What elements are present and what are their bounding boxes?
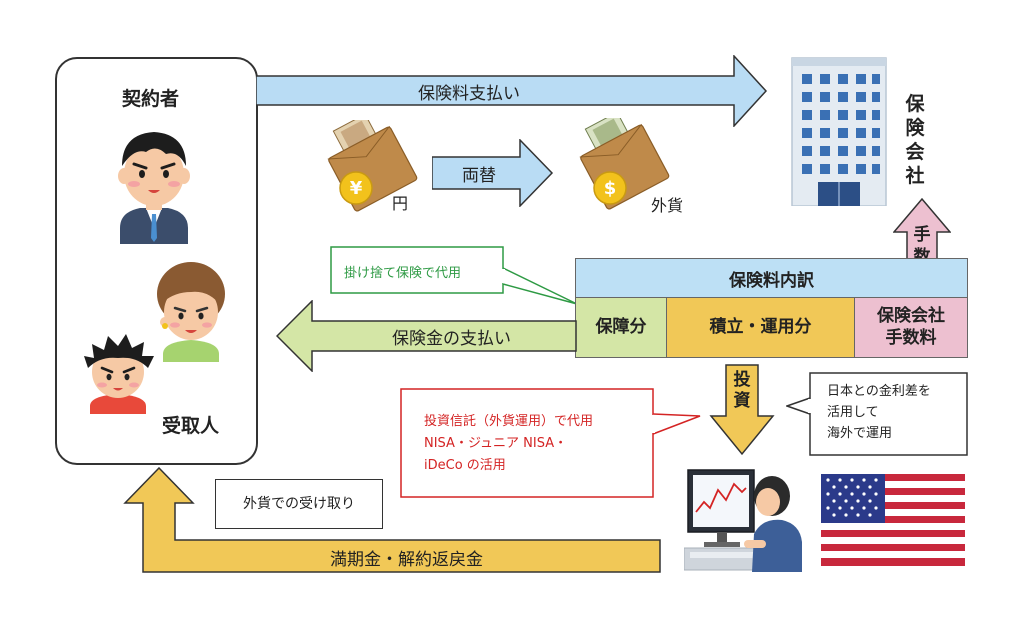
maturity-refund-label: 満期金・解約返戻金 [330,550,483,570]
premium-breakdown-title: 保険料内訳 [575,258,968,298]
yen-label: 円 [392,194,409,213]
claim-payment-arrow [276,300,577,372]
contract-party-box [55,57,258,465]
insurance-company-label: 保険会社 [905,93,925,187]
us-flag-icon [821,474,965,566]
fx-receipt-note: 外貨での受け取り [215,479,383,529]
woman-avatar [157,262,225,362]
invest-label: 投資 [733,370,751,411]
maturity-refund-arrow [123,467,661,573]
invest-arrow [709,364,775,456]
alternative-note-line1: 投資信託（外貨運用）で代用 [424,414,594,429]
claim-payment-label: 保険金の支払い [392,329,511,349]
us-interest-callout [786,372,968,456]
dollar-symbol: $ [604,178,617,199]
beneficiary-label: 受取人 [162,415,220,437]
breakdown-company-fee: 保険会社 手数料 [854,297,968,358]
breakdown-protection: 保障分 [575,297,667,358]
policyholder-label: 契約者 [122,88,180,110]
exchange-arrow [432,139,554,207]
office-building-icon [791,57,887,206]
term-insurance-callout [330,246,578,305]
us-note-line2: 活用して [827,405,879,420]
exchange-label: 両替 [462,166,496,186]
trader-computer-icon [684,469,802,572]
breakdown-company-fee-line2: 手数料 [885,327,937,348]
alternative-note-line2: NISA・ジュニア NISA・ [424,436,568,451]
man-avatar [118,132,190,244]
child-avatar [84,334,154,414]
breakdown-company-fee-line1: 保険会社 [877,306,945,327]
us-interest-note: 日本との金利差を 活用して 海外で運用 [827,381,931,444]
premium-payment-arrow [256,55,768,127]
foreign-currency-label: 外貨 [651,196,684,215]
us-note-line3: 海外で運用 [827,426,893,441]
alternative-callout [400,388,701,498]
dollar-envelope-icon: $ [579,118,670,210]
alternative-note: 投資信託（外貨運用）で代用 NISA・ジュニア NISA・ iDeCo の活用 [424,411,593,477]
alternative-note-line3: iDeCo の活用 [424,458,506,473]
us-note-line1: 日本との金利差を [827,384,931,399]
yen-envelope-icon: ¥ [327,120,418,212]
premium-payment-label: 保険料支払い [418,84,520,104]
breakdown-savings: 積立・運用分 [666,297,855,358]
term-insurance-note: 掛け捨て保険で代用 [344,266,462,281]
yen-symbol: ¥ [350,178,363,199]
